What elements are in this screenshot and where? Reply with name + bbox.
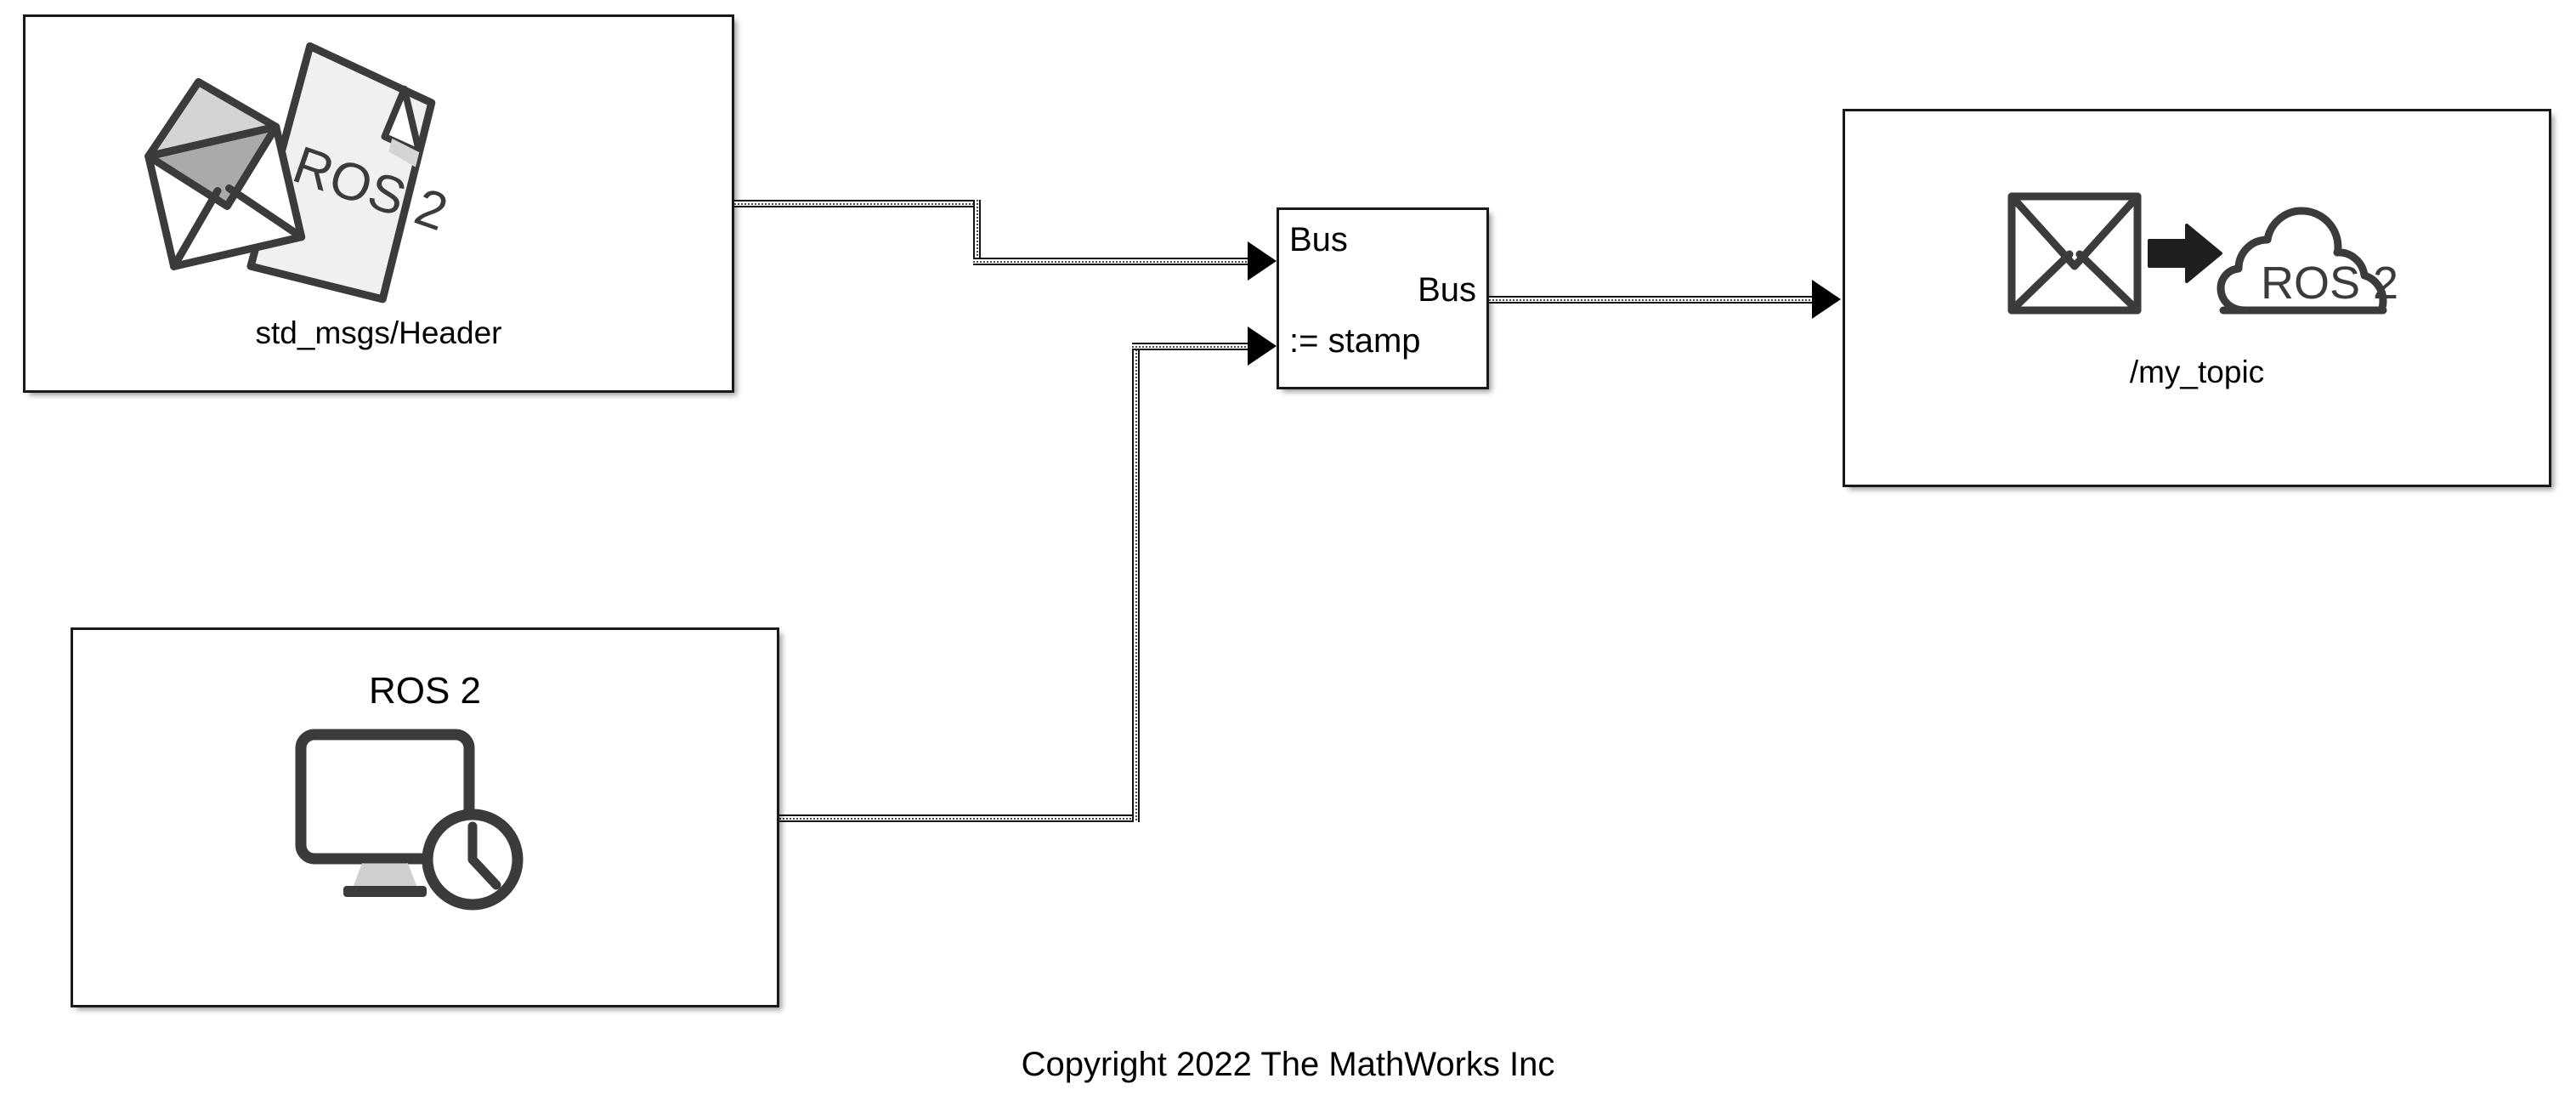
bus-assignment-input-top-label: Bus [1289, 221, 1348, 258]
block-blank-message[interactable]: ROS 2 std_msgs/Header [23, 14, 734, 393]
signal-header-to-bus-segment-2[interactable] [973, 200, 981, 265]
block-label-blank-message: std_msgs/Header [255, 315, 502, 350]
bus-assignment-input-bottom-label: := stamp [1289, 322, 1421, 360]
signal-header-to-bus-segment-1[interactable] [734, 200, 981, 207]
block-ros2-current-time[interactable]: ROS 2 [71, 627, 779, 1007]
signal-time-to-bus-segment-2[interactable] [1132, 343, 1140, 822]
signal-time-to-bus-arrowhead [1248, 326, 1277, 366]
block-ros2-publish[interactable]: ROS 2 /my_topic [1843, 109, 2551, 487]
signal-header-to-bus-segment-3[interactable] [973, 258, 1249, 265]
signal-time-to-bus-segment-3[interactable] [1132, 343, 1249, 350]
block-label-ros2-publish: /my_topic [2129, 355, 2265, 389]
copyright-text: Copyright 2022 The MathWorks Inc [1021, 1046, 1555, 1083]
block-icon-title-ros2-current-time: ROS 2 [368, 670, 482, 712]
signal-bus-to-publish-segment-1[interactable] [1489, 296, 1814, 304]
svg-text:ROS 2: ROS 2 [2261, 258, 2398, 309]
envelope-to-cloud-publish-icon: ROS 2 [2007, 173, 2398, 343]
bus-assignment-output-label: Bus [1418, 271, 1476, 309]
ros2-message-envelope-document-icon: ROS 2 [126, 38, 483, 319]
signal-time-to-bus-segment-1[interactable] [779, 814, 1140, 822]
block-bus-assignment[interactable]: Bus Bus := stamp [1277, 207, 1489, 389]
signal-bus-to-publish-arrowhead [1812, 280, 1841, 319]
signal-header-to-bus-arrowhead [1248, 241, 1277, 281]
monitor-clock-current-time-icon [292, 728, 564, 915]
